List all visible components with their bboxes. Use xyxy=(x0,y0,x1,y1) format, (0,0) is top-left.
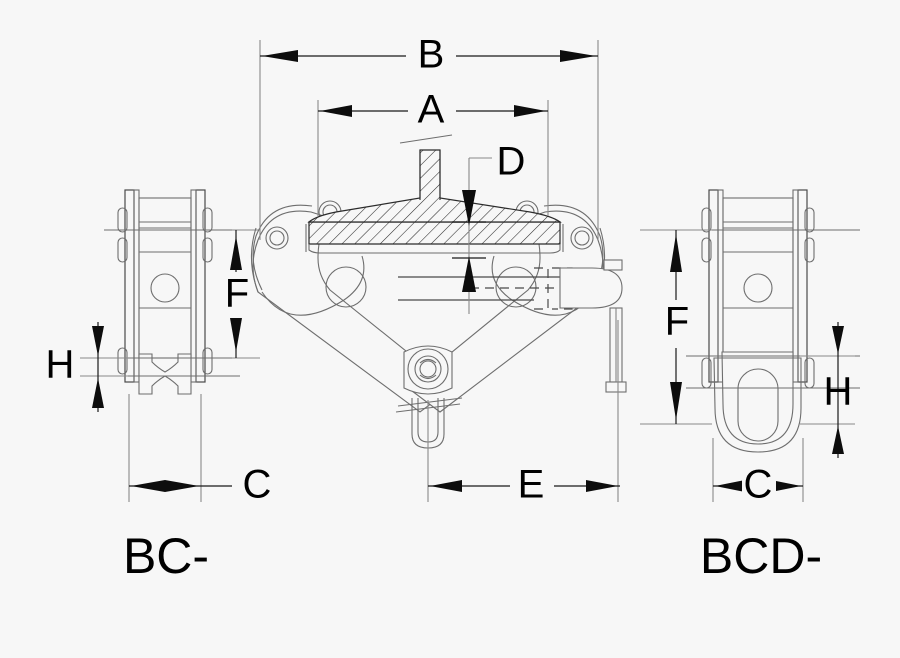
dim-C-right-text-bg xyxy=(742,464,776,508)
front-view-left-hole xyxy=(325,266,367,308)
dim-C-left-label: C xyxy=(243,463,272,507)
dim-F-left-arrow-top xyxy=(230,236,242,270)
dim-F-right-arrow-top xyxy=(670,234,682,272)
left-view-center-hole xyxy=(150,273,180,303)
dimension-E: E xyxy=(427,320,620,508)
dimension-F-right: F xyxy=(640,229,712,425)
dim-F-right-text-bg xyxy=(658,300,694,348)
front-view-left-inner-curve xyxy=(261,255,365,316)
dim-D-label: D xyxy=(497,140,526,184)
dim-A-text-bg xyxy=(408,90,456,134)
dimension-F-left: F xyxy=(220,229,260,359)
front-view-right-pin2-outer xyxy=(570,226,594,250)
dim-F-left-arrow-bottom xyxy=(230,318,242,352)
front-view-beam-break-line-top xyxy=(399,134,453,144)
right-view-shackle-eye xyxy=(737,368,779,442)
right-view-pin-boss-d xyxy=(804,237,815,263)
dim-C-right-arrow-b xyxy=(771,480,801,492)
left-side-view xyxy=(104,189,240,395)
right-view-pin-boss-a xyxy=(701,207,712,233)
front-view-handle-body xyxy=(559,267,623,309)
front-view-right-hole xyxy=(495,266,537,308)
front-view-left-pin2-outer xyxy=(265,226,289,250)
dim-B-arrow-right xyxy=(560,50,596,62)
left-view-pin-boss-f xyxy=(202,347,213,375)
dim-F-left-label: F xyxy=(225,272,249,316)
left-view-pin-boss-a xyxy=(117,207,128,233)
left-view-pin-boss-c xyxy=(202,207,213,233)
front-view-lower-pivot-arc xyxy=(419,358,437,364)
dim-H-right-arrow-top xyxy=(832,326,844,354)
dim-F-right-label: F xyxy=(665,300,689,344)
dim-E-arrow-right xyxy=(586,480,618,492)
dim-C-left-arrow-a xyxy=(131,480,165,492)
dimension-D: D xyxy=(452,140,525,314)
front-view-beam-flange-lower xyxy=(308,221,561,245)
dim-H-right-arrow-bottom xyxy=(832,426,844,454)
left-view-pin-boss-e xyxy=(117,347,128,375)
left-view-pin-boss-b xyxy=(117,237,128,263)
dim-B-text-bg xyxy=(406,34,456,78)
dim-A-label: A xyxy=(418,88,445,132)
dim-E-label: E xyxy=(518,463,545,507)
front-view-left-pin2-inner xyxy=(269,230,285,246)
dim-B-arrow-left xyxy=(262,50,298,62)
front-view-left-lobe xyxy=(252,204,313,291)
dim-E-arrow-left xyxy=(430,480,462,492)
right-view-pin-boss-b xyxy=(701,237,712,263)
dim-C-right-arrow-a xyxy=(715,480,745,492)
dimension-H-right: H xyxy=(800,322,855,458)
dim-E-text-bg xyxy=(510,464,554,508)
right-view-center-hole xyxy=(743,273,773,303)
dim-D-arrow-upper xyxy=(462,190,476,226)
front-view-lower-pivot-mid xyxy=(414,355,442,383)
front-view-handle-rod-end xyxy=(605,381,627,393)
dimension-C-right: C xyxy=(712,438,804,508)
dim-H-left-label: H xyxy=(46,343,75,387)
dim-A-arrow-right xyxy=(514,105,546,117)
right-view-model-label: BCD- xyxy=(700,528,822,584)
front-view-shackle-top-edge xyxy=(397,397,463,407)
dim-H-right-label: H xyxy=(824,370,853,414)
right-view-shackle-lug-outline xyxy=(713,357,802,453)
dim-H-left-arrow-top xyxy=(92,326,104,356)
dimension-C-left: C xyxy=(128,394,272,507)
right-view-pin-boss-c xyxy=(804,207,815,233)
dim-A-arrow-left xyxy=(320,105,352,117)
front-view-left-arm-inner xyxy=(250,227,259,293)
dim-H-left-arrow-bottom xyxy=(92,378,104,408)
left-view-model-label: BC- xyxy=(123,528,209,584)
dim-D-arrow-lower xyxy=(462,256,476,292)
right-side-view xyxy=(660,189,860,453)
front-view-right-pin2-inner xyxy=(574,230,590,246)
dim-C-left-arrow-b xyxy=(165,480,199,492)
front-view-lower-pivot-outer xyxy=(407,348,449,390)
front-view-handle-cap xyxy=(603,259,623,271)
left-view-waisted-pin xyxy=(138,353,192,395)
dimension-B: B xyxy=(259,33,599,240)
front-view-beam-bottom-edge xyxy=(308,244,561,254)
dimension-H-left: H xyxy=(46,322,128,412)
front-view-lower-pivot-inner xyxy=(419,360,437,378)
dimension-A: A xyxy=(317,88,549,216)
front-view-lower-pivot-arc2 xyxy=(419,374,437,380)
dim-B-label: B xyxy=(418,33,445,77)
dim-F-left-text-bg xyxy=(220,272,254,318)
dim-F-right-arrow-bottom xyxy=(670,382,682,420)
dim-C-right-label: C xyxy=(744,463,773,507)
front-view xyxy=(250,134,627,449)
left-view-pin-boss-d xyxy=(202,237,213,263)
